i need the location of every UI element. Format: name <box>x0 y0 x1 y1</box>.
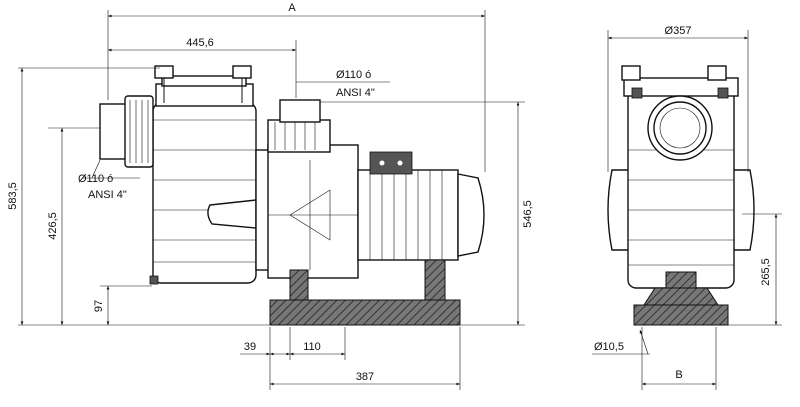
base <box>269 259 461 326</box>
strainer-housing <box>149 65 257 285</box>
dim-bolt-hole-label: Ø10,5 <box>594 341 624 353</box>
motor <box>357 151 485 261</box>
outlet-pipe-spec-line1: Ø110 ó <box>336 69 371 81</box>
dim-foot-offset-label: 39 <box>244 341 256 353</box>
dim-suction-center-label: 445,6 <box>186 37 214 49</box>
dim-base-length-label: 387 <box>356 371 374 383</box>
front-view: Ø357 265,5 Ø10,5 B <box>592 25 782 390</box>
dim-base-width-label: B <box>675 369 682 381</box>
inlet-pipe-spec-line2: ANSI 4" <box>88 189 127 201</box>
dimension-lines-side <box>18 10 525 390</box>
dim-front-width-label: Ø357 <box>665 25 692 37</box>
dim-total-height-label: 583,5 <box>7 182 19 210</box>
inlet-pipe-spec-line1: Ø110 ó <box>78 173 113 185</box>
dim-foot-spacing-label: 110 <box>303 341 321 353</box>
dim-outlet-height-label: 546,5 <box>522 200 534 228</box>
base-front <box>633 271 729 326</box>
pump-volute <box>255 99 359 279</box>
dim-base-height-label: 97 <box>93 300 105 312</box>
side-view: A 445,6 Ø110 ó ANSI 4" Ø110 ó ANSI 4" 58… <box>7 2 534 390</box>
outlet-pipe-spec-line2: ANSI 4" <box>336 87 375 99</box>
inlet-pipe <box>99 95 154 168</box>
dim-axis-height-label: 265,5 <box>760 258 772 286</box>
strainer-front <box>621 65 739 289</box>
suction-connector <box>207 199 257 229</box>
dim-inlet-height-label: 426,5 <box>47 212 59 240</box>
dim-overall-length-label: A <box>288 2 296 14</box>
dimension-lines-front <box>592 30 782 390</box>
